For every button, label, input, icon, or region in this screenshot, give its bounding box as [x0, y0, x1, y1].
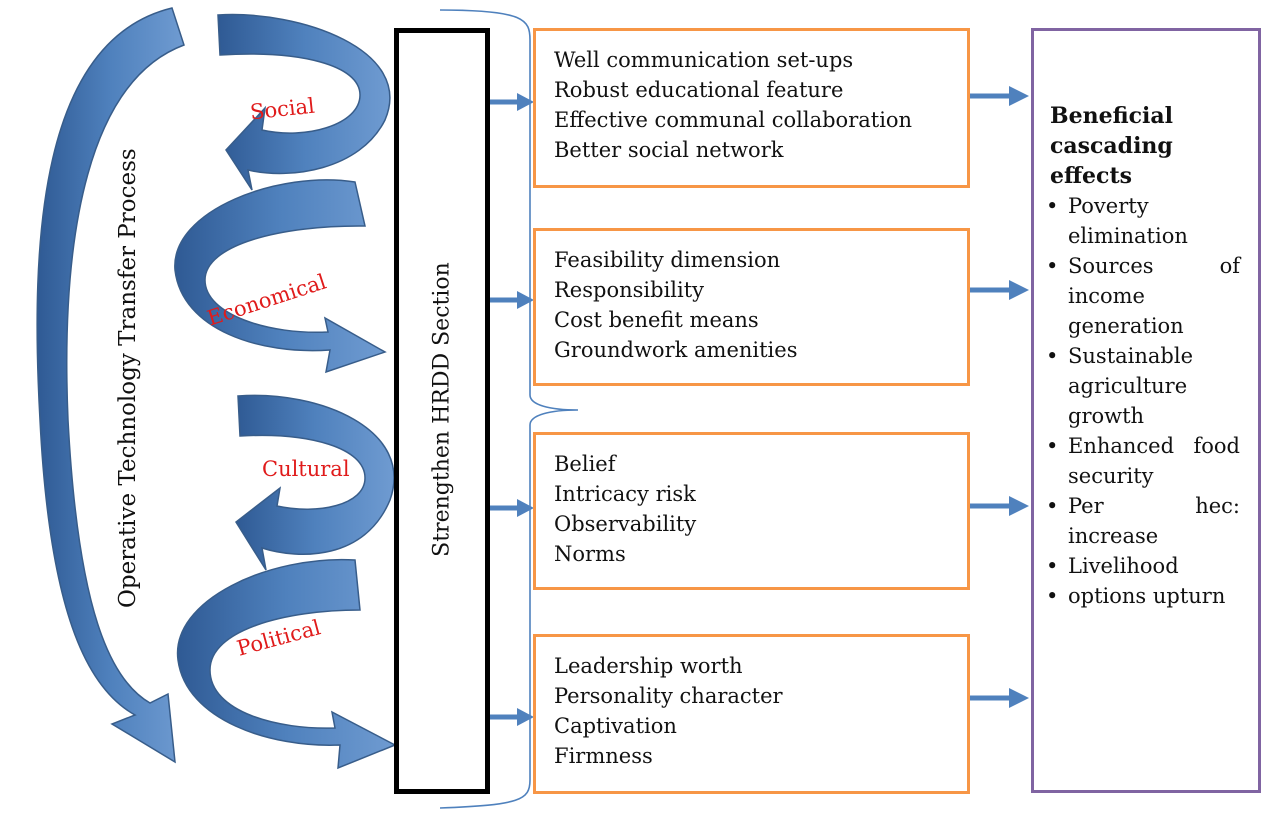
effects-list-item: options upturn [1044, 581, 1240, 611]
hrdd-section-label: Strengthen HRDD Section [429, 262, 455, 557]
spiral-arrow-political [176, 558, 397, 770]
effects-list-item: Enhanced food security [1044, 431, 1240, 491]
effects-list-item: Sources of income generation [1044, 251, 1240, 341]
effects-list: Poverty elimination Sources of income ge… [1044, 191, 1240, 611]
arrow-box-1-to-effects [970, 86, 1029, 106]
factor-line: Robust educational feature [554, 78, 844, 102]
factor-line: Intricacy risk [554, 482, 696, 506]
factor-line: Firmness [554, 744, 653, 768]
upper-curly-bracket [439, 9, 579, 426]
factor-line: Effective communal collaboration [554, 108, 913, 132]
factor-line: Well communication set-ups [554, 48, 854, 72]
factor-line: Groundwork amenities [554, 338, 798, 362]
arrow-box-4-to-effects [970, 688, 1029, 708]
effects-list-item: Poverty elimination [1044, 191, 1240, 251]
economical-factors-box: Feasibility dimension Responsibility Cos… [533, 228, 970, 386]
hrdd-section-box [394, 28, 490, 794]
arrow-box-2-to-effects [970, 280, 1029, 300]
technology-transfer-label: Operative Technology Transfer Process [115, 148, 141, 608]
factor-line: Cost benefit means [554, 308, 759, 332]
spiral-arrow-cultural [235, 394, 395, 571]
effects-title-line: cascading [1050, 133, 1173, 159]
factor-line: Captivation [554, 714, 677, 738]
factor-line: Observability [554, 512, 697, 536]
spiral-arrow-economical [174, 179, 387, 374]
beneficial-effects-box: Beneficial cascading effects Poverty eli… [1031, 28, 1261, 793]
cultural-factors-box: Belief Intricacy risk Observability Norm… [533, 432, 970, 590]
effects-title-line: Beneficial [1050, 103, 1173, 129]
social-factors-box: Well communication set-ups Robust educat… [533, 28, 970, 188]
spiral-arrow-social [217, 13, 391, 191]
factor-line: Better social network [554, 138, 784, 162]
arrow-box-3-to-effects [970, 496, 1029, 516]
effects-list-item: Per hec: increase [1044, 491, 1240, 551]
lower-curly-bracket [439, 425, 531, 809]
factor-line: Belief [554, 452, 616, 476]
factor-line: Responsibility [554, 278, 705, 302]
factor-line: Leadership worth [554, 654, 743, 678]
political-factors-box: Leadership worth Personality character C… [533, 634, 970, 794]
factor-line: Feasibility dimension [554, 248, 781, 272]
factor-line: Personality character [554, 684, 783, 708]
effects-title-line: effects [1050, 163, 1132, 189]
effects-list-item: Livelihood [1044, 551, 1240, 581]
effects-list-item: Sustainable agriculture growth [1044, 341, 1240, 431]
effects-title: Beneficial cascading effects [1044, 101, 1240, 191]
cultural-label: Cultural [262, 457, 350, 481]
factor-line: Norms [554, 542, 626, 566]
process-curved-arrow [36, 7, 185, 764]
